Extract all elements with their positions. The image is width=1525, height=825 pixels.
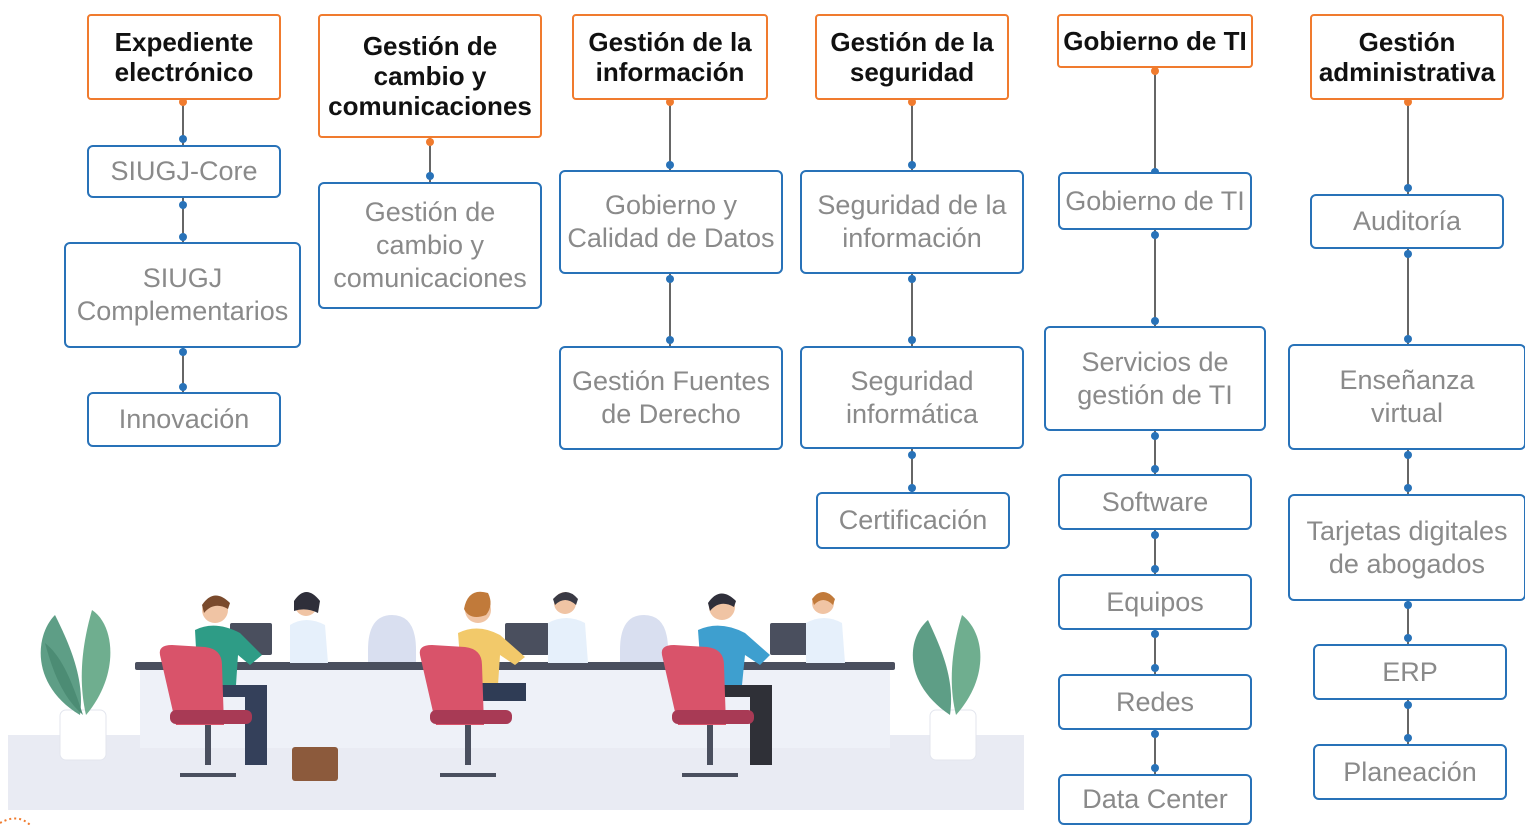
header-expediente-electronico: Expediente electrónico bbox=[87, 14, 281, 100]
header-gobierno-ti: Gobierno de TI bbox=[1057, 14, 1253, 68]
node-redes: Redes bbox=[1058, 674, 1252, 730]
node-siugj-complementarios: SIUGJ Complementarios bbox=[64, 242, 301, 348]
header-gestion-informacion: Gestión de la información bbox=[572, 14, 768, 100]
node-certificacion: Certificación bbox=[816, 492, 1010, 549]
node-gestion-fuentes-derecho: Gestión Fuentes de Derecho bbox=[559, 346, 783, 450]
header-gestion-administrativa: Gestión administrativa bbox=[1310, 14, 1504, 100]
service-desk-scene-icon bbox=[0, 591, 1024, 825]
node-gestion-cambio-comunicaciones: Gestión de cambio y comunicaciones bbox=[318, 182, 542, 309]
node-data-center: Data Center bbox=[1058, 774, 1252, 825]
node-ensenanza-virtual: Enseñanza virtual bbox=[1288, 344, 1525, 450]
header-gestion-seguridad: Gestión de la seguridad bbox=[815, 14, 1009, 100]
node-tarjetas-digitales: Tarjetas digitales de abogados bbox=[1288, 494, 1525, 601]
node-gobierno-calidad-datos: Gobierno y Calidad de Datos bbox=[559, 170, 783, 274]
node-planeacion: Planeación bbox=[1313, 744, 1507, 800]
node-siugj-core: SIUGJ-Core bbox=[87, 145, 281, 198]
node-software: Software bbox=[1058, 474, 1252, 530]
node-gobierno-ti: Gobierno de TI bbox=[1058, 172, 1252, 230]
node-seguridad-informatica: Seguridad informática bbox=[800, 346, 1024, 449]
header-gestion-cambio: Gestión de cambio y comunicaciones bbox=[318, 14, 542, 138]
node-servicios-gestion-ti: Servicios de gestión de TI bbox=[1044, 326, 1266, 431]
node-auditoria: Auditoría bbox=[1310, 194, 1504, 249]
node-innovacion: Innovación bbox=[87, 392, 281, 447]
node-equipos: Equipos bbox=[1058, 574, 1252, 630]
node-erp: ERP bbox=[1313, 644, 1507, 700]
node-seguridad-informacion: Seguridad de la información bbox=[800, 170, 1024, 274]
